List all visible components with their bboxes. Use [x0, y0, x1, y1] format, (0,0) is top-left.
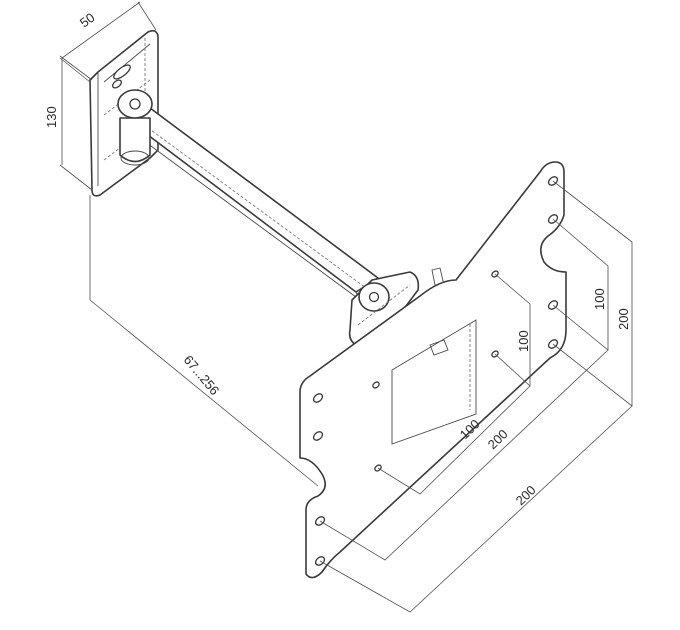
- dim-vesa-mid-horizontal: 200: [485, 426, 511, 452]
- dim-vesa-outer-horizontal: 200: [513, 482, 539, 508]
- dim-vesa-outer-vertical: 200: [616, 308, 631, 330]
- dim-vesa-inner-vertical: 100: [516, 330, 531, 352]
- dim-plate-height: 130: [44, 106, 59, 128]
- dimension-lines: [59, 1, 633, 613]
- dim-plate-width: 50: [77, 10, 98, 31]
- vesa-plate: [299, 161, 567, 579]
- swivel-arm: [117, 89, 445, 346]
- dim-vesa-outer-vertical-small: 100: [592, 288, 607, 310]
